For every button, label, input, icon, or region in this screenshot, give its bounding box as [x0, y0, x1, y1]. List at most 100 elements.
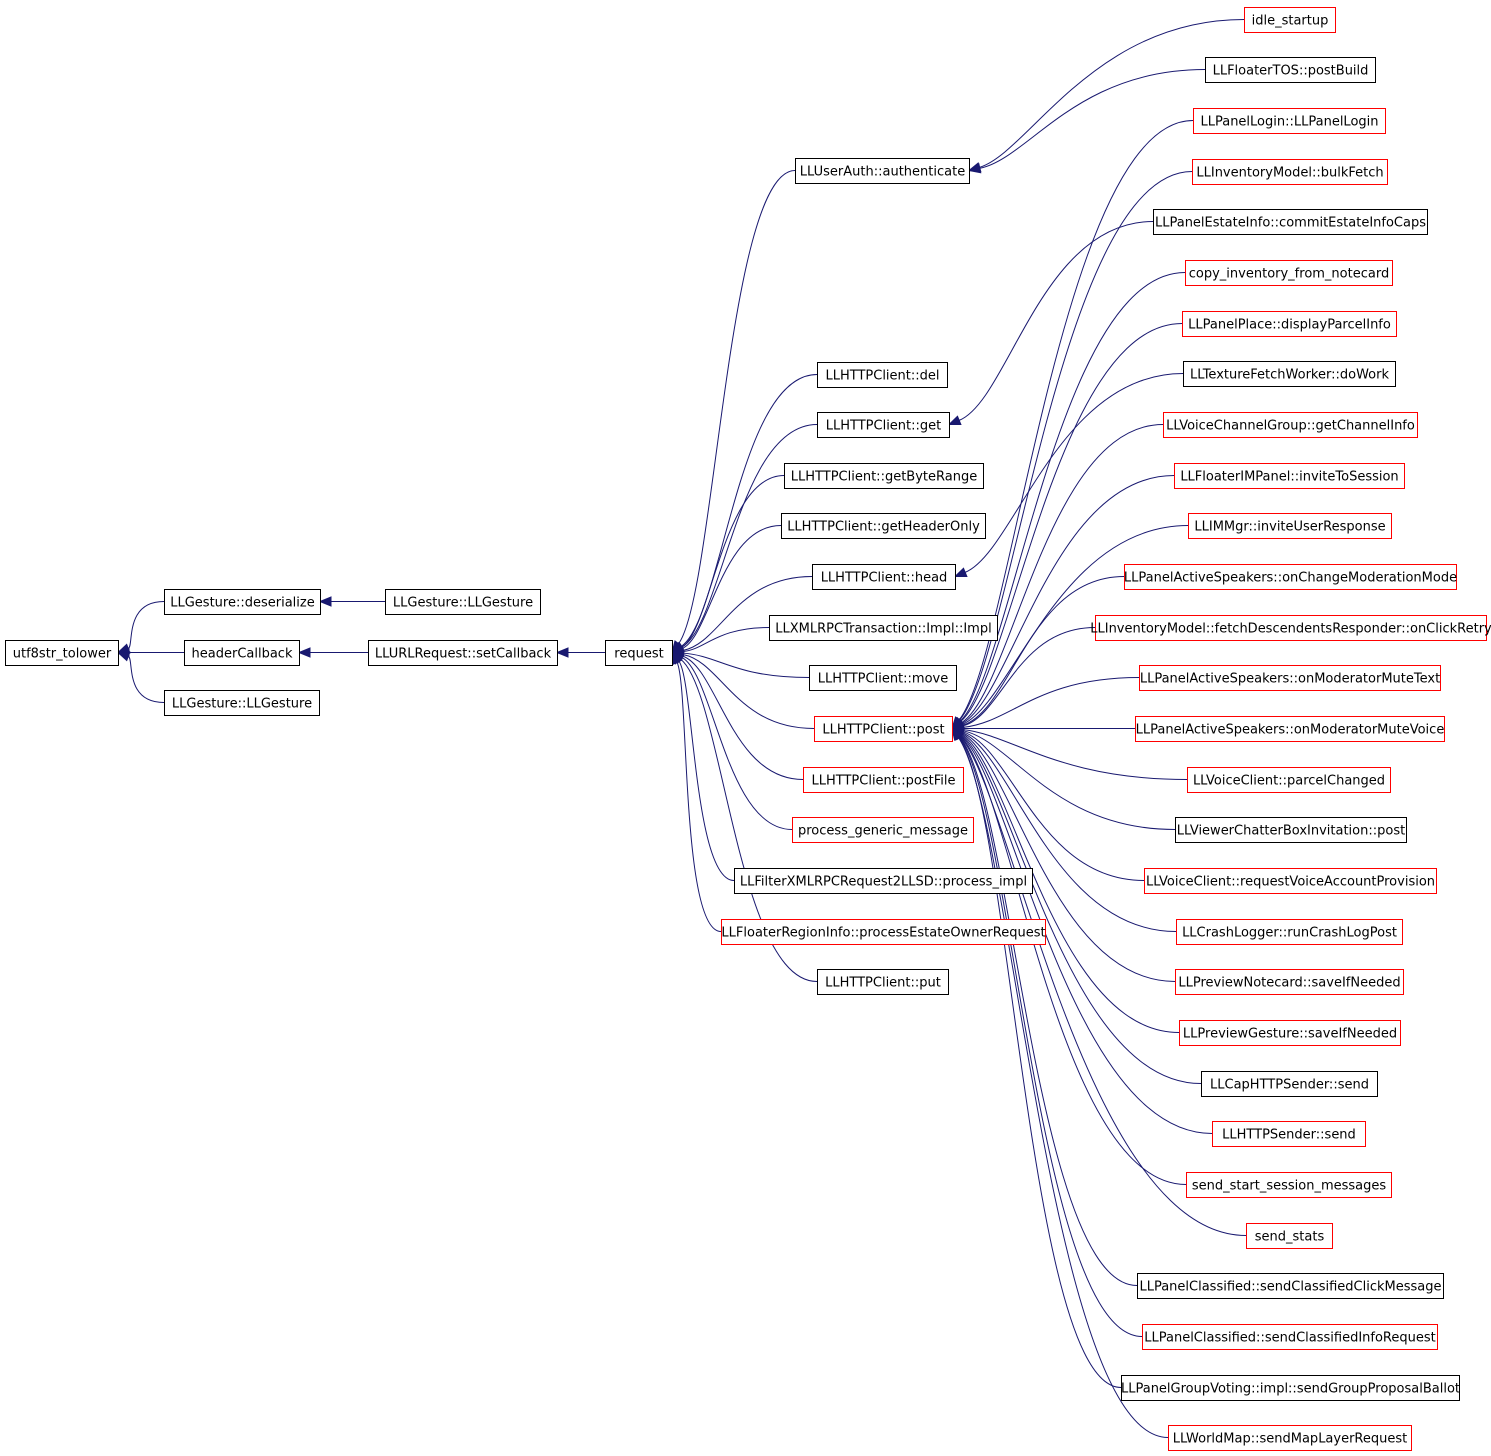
node-copy-inventory-from-notecard[interactable]: copy_inventory_from_notecard: [1185, 260, 1393, 286]
node-box: [1192, 159, 1388, 185]
node-headercallback[interactable]: headerCallback: [184, 640, 300, 666]
edge-line: [682, 525, 782, 649]
node-llpanelclassified-sendclassifiedinforequest[interactable]: LLPanelClassified::sendClassifiedInfoReq…: [1142, 1324, 1438, 1350]
node-llhttpclient-getheaderonly[interactable]: LLHTTPClient::getHeaderOnly: [781, 513, 986, 539]
node-llviewerchatterboxinvitation-post[interactable]: LLViewerChatterBoxInvitation::post: [1175, 817, 1407, 843]
node-label: LLPanelActiveSpeakers::onModeratorMuteTe…: [1140, 672, 1440, 687]
node-box: [1205, 57, 1376, 83]
edge-line: [962, 525, 1189, 725]
node-box: [368, 640, 558, 666]
node-llcaphttpsender-send[interactable]: LLCapHTTPSender::send: [1201, 1071, 1378, 1097]
node-request[interactable]: request: [605, 640, 673, 666]
edge-n16-to-n6: [670, 651, 804, 780]
edge-line: [958, 120, 1194, 721]
edge-line: [960, 735, 1213, 1134]
edge-line: [127, 655, 165, 703]
edge-line: [682, 627, 770, 653]
node-llhttpsender-send[interactable]: LLHTTPSender::send: [1212, 1121, 1366, 1147]
node-llpanelactivespeakers-onmoderatormutevoice[interactable]: LLPanelActiveSpeakers::onModeratorMuteVo…: [1135, 716, 1445, 742]
node-llvoicechannelgroup-getchannelinfo[interactable]: LLVoiceChannelGroup::getChannelInfo: [1163, 412, 1418, 438]
node-llpanellogin-llpanellogin[interactable]: LLPanelLogin::LLPanelLogin: [1193, 108, 1386, 134]
node-box: [1185, 260, 1393, 286]
node-label: LLFloaterRegionInfo::processEstateOwnerR…: [721, 926, 1045, 941]
node-send-start-session-messages[interactable]: send_start_session_messages: [1186, 1172, 1392, 1198]
edge-line: [681, 657, 793, 830]
node-label: LLPanelGroupVoting::impl::sendGroupPropo…: [1121, 1382, 1460, 1397]
node-llxmlrpctransaction-impl-impl[interactable]: LLXMLRPCTransaction::Impl::Impl: [769, 615, 998, 641]
node-llurlrequest-setcallback[interactable]: LLURLRequest::setCallback: [368, 640, 558, 666]
edge-line: [979, 19, 1245, 168]
node-lluserauth-authenticate[interactable]: LLUserAuth::authenticate: [795, 158, 970, 184]
node-llpanelplace-displayparcelinfo[interactable]: LLPanelPlace::displayParcelInfo: [1182, 311, 1397, 337]
node-llpreviewnotecard-saveifneeded[interactable]: LLPreviewNotecard::saveIfNeeded: [1175, 969, 1404, 995]
node-send-stats[interactable]: send_stats: [1246, 1223, 1333, 1249]
node-lltexturefetchworker-dowork[interactable]: LLTextureFetchWorker::doWork: [1183, 361, 1396, 387]
node-box: [1182, 311, 1397, 337]
node-llhttpclient-move[interactable]: LLHTTPClient::move: [809, 665, 957, 691]
node-box: [817, 969, 949, 995]
node-llpanelactivespeakers-onchangemoderationmode[interactable]: LLPanelActiveSpeakers::onChangeModeratio…: [1124, 564, 1457, 590]
node-llworldmap-sendmaplayerrequest[interactable]: LLWorldMap::sendMapLayerRequest: [1168, 1425, 1412, 1451]
node-llgesture-llgesture[interactable]: LLGesture::LLGesture: [385, 589, 541, 615]
node-label: LLGesture::LLGesture: [172, 697, 312, 712]
node-llfloatertos-postbuild[interactable]: LLFloaterTOS::postBuild: [1205, 57, 1376, 83]
edge-n4-to-n0: [116, 651, 165, 703]
node-box: [1168, 1425, 1412, 1451]
node-llgesture-deserialize[interactable]: LLGesture::deserialize: [164, 589, 321, 615]
node-llcrashlogger-runcrashlogpost[interactable]: LLCrashLogger::runCrashLogPost: [1176, 919, 1403, 945]
node-llpanelestateinfo-commitestateinfocaps[interactable]: LLPanelEstateInfo::commitEstateInfoCaps: [1153, 209, 1428, 235]
node-llvoiceclient-parcelchanged[interactable]: LLVoiceClient::parcelChanged: [1187, 767, 1391, 793]
node-llinventorymodel-fetchdescendentsresponder-onclickretry[interactable]: LLInventoryModel::fetchDescendentsRespon…: [1090, 615, 1491, 641]
edge-line: [965, 373, 1184, 573]
node-box: [1193, 108, 1386, 134]
edge-line: [961, 424, 1164, 724]
arrowhead: [318, 596, 332, 607]
node-box: [5, 640, 119, 666]
node-llinventorymodel-bulkfetch[interactable]: LLInventoryModel::bulkFetch: [1192, 159, 1388, 185]
node-llfilterxmlrpcrequest2llsd-process-impl[interactable]: LLFilterXMLRPCRequest2LLSD::process_impl: [734, 868, 1033, 894]
node-llfloaterregioninfo-processestateownerrequest[interactable]: LLFloaterRegionInfo::processEstateOwnerR…: [721, 919, 1046, 945]
edge-n48-to-n15: [951, 727, 1122, 1388]
edge-n10-to-n6: [670, 475, 785, 654]
node-idle-startup[interactable]: idle_startup: [1244, 7, 1336, 33]
node-llpanelgroupvoting-impl-sendgroupproposalballot[interactable]: LLPanelGroupVoting::impl::sendGroupPropo…: [1121, 1375, 1460, 1401]
node-llhttpclient-postfile[interactable]: LLHTTPClient::postFile: [803, 767, 964, 793]
node-process-generic-message[interactable]: process_generic_message: [792, 817, 974, 843]
node-box: [1095, 615, 1487, 641]
node-llhttpclient-del[interactable]: LLHTTPClient::del: [817, 362, 948, 388]
node-label: LLVoiceChannelGroup::getChannelInfo: [1166, 419, 1415, 434]
node-box: [1153, 209, 1428, 235]
node-llvoiceclient-requestvoiceaccountprovision[interactable]: LLVoiceClient::requestVoiceAccountProvis…: [1144, 868, 1437, 894]
node-llhttpclient-get[interactable]: LLHTTPClient::get: [817, 412, 950, 438]
edge-line: [682, 652, 810, 678]
node-label: LLInventoryModel::fetchDescendentsRespon…: [1090, 622, 1491, 637]
node-llpanelclassified-sendclassifiedclickmessage[interactable]: LLPanelClassified::sendClassifiedClickMe…: [1137, 1273, 1444, 1299]
node-label: LLHTTPSender::send: [1222, 1128, 1356, 1143]
node-llfloaterimpanel-invitetosession[interactable]: LLFloaterIMPanel::inviteToSession: [1174, 463, 1405, 489]
node-label: LLHTTPClient::del: [825, 369, 939, 384]
edge-n15-to-n6: [670, 649, 815, 729]
node-llhttpclient-getbyterange[interactable]: LLHTTPClient::getByteRange: [784, 463, 984, 489]
node-llhttpclient-post[interactable]: LLHTTPClient::post: [814, 716, 953, 742]
node-label: LLWorldMap::sendMapLayerRequest: [1173, 1432, 1408, 1447]
edge-n42-to-n15: [950, 727, 1202, 1084]
node-label: LLPreviewNotecard::saveIfNeeded: [1178, 976, 1400, 991]
node-llhttpclient-put[interactable]: LLHTTPClient::put: [817, 969, 949, 995]
edge-line: [681, 475, 785, 648]
node-label: LLHTTPClient::postFile: [812, 774, 956, 789]
edge-line: [959, 735, 1187, 1185]
edge-line: [962, 732, 1177, 932]
edge-line: [962, 576, 1125, 726]
node-utf8str-tolower: utf8str_tolower: [5, 640, 119, 666]
node-llpreviewgesture-saveifneeded[interactable]: LLPreviewGesture::saveIfNeeded: [1179, 1020, 1401, 1046]
node-llpanelactivespeakers-onmoderatormutetext[interactable]: LLPanelActiveSpeakers::onModeratorMuteTe…: [1139, 665, 1441, 691]
node-box: [164, 589, 321, 615]
node-llhttpclient-head[interactable]: LLHTTPClient::head: [812, 564, 956, 590]
node-box: [817, 362, 948, 388]
arrowhead: [951, 727, 963, 741]
node-llgesture-llgesture[interactable]: LLGesture::LLGesture: [164, 690, 320, 716]
node-llimmgr-inviteuserresponse[interactable]: LLIMMgr::inviteUserResponse: [1188, 513, 1392, 539]
node-label: LLGesture::LLGesture: [393, 596, 533, 611]
edge-line: [960, 734, 1202, 1084]
edge-line: [962, 729, 1188, 780]
